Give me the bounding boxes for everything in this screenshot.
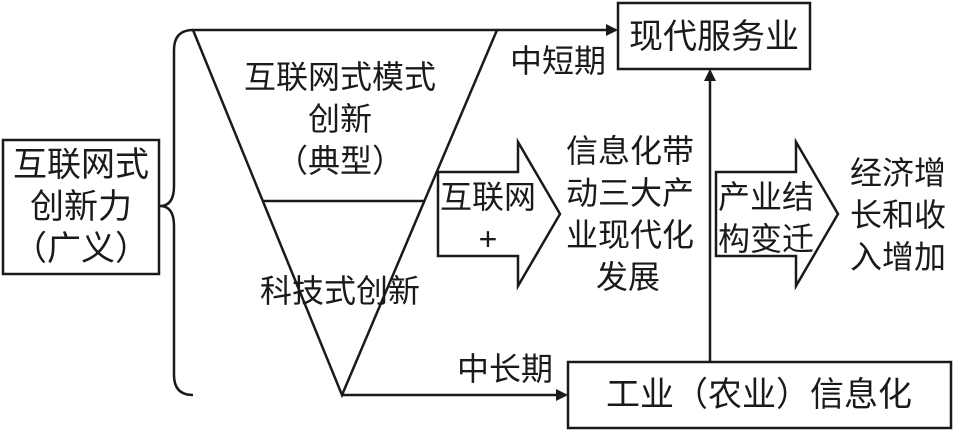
mid-long-term-label: 中长期 <box>457 351 553 387</box>
industrial-info-box <box>566 360 953 430</box>
internet-plus-line2: + <box>479 221 498 257</box>
curly-brace <box>159 28 194 397</box>
right-text-line3: 入增加 <box>850 239 946 275</box>
right-text-line2: 长和收 <box>850 197 946 233</box>
structure-change-line2: 构变迁 <box>718 221 814 257</box>
modern-service-label: 现代服务业 <box>629 18 799 56</box>
internet-plus-line1: 互联网 <box>440 179 536 215</box>
inverted-triangle <box>191 28 499 399</box>
short-term-label: 中短期 <box>510 43 606 79</box>
left-concept-box <box>1 138 161 276</box>
left-box-line1: 互联网式 <box>13 146 149 184</box>
triangle-bottom-label: 科技式创新 <box>260 273 420 309</box>
middle-text-line3: 业现代化 <box>566 217 694 253</box>
left-box-line2: 创新力 <box>30 188 132 226</box>
triangle-top-line1: 互联网式模式 <box>244 59 436 95</box>
right-text-line1: 经济增 <box>850 155 946 191</box>
structure-change-line1: 产业结 <box>718 179 814 215</box>
triangle-top-line2: 创新 <box>308 101 372 137</box>
internet-plus-block-arrow <box>436 137 562 291</box>
industrial-info-label: 工业（农业）信息化 <box>606 376 912 414</box>
middle-text-line1: 信息化带 <box>566 133 694 169</box>
middle-text-line4: 发展 <box>596 259 660 295</box>
modern-service-box <box>616 1 812 71</box>
middle-text-line2: 动三大产 <box>566 175 694 211</box>
left-box-line3: （广义） <box>13 230 149 268</box>
triangle-top-line3: （典型） <box>276 143 404 179</box>
structure-change-block-arrow <box>714 137 840 291</box>
